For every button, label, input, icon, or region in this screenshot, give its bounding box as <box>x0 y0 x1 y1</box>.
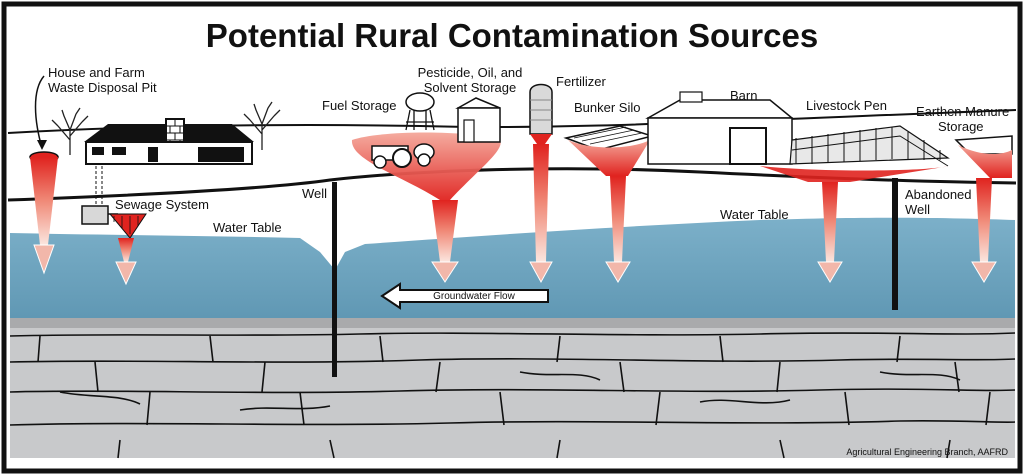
tractor-icon <box>371 143 435 169</box>
water-tower-icon <box>405 92 435 131</box>
abandoned-well-icon <box>892 178 898 310</box>
house-icon <box>84 118 254 165</box>
fertilizer-label: Fertilizer <box>556 74 607 89</box>
livestock-pen-icon <box>760 125 950 283</box>
pesticide-label-1: Pesticide, Oil, and <box>418 65 523 80</box>
bedrock-layer <box>9 318 1016 459</box>
manure-label-2: Storage <box>938 119 984 134</box>
abandoned-label-1: Abandoned <box>905 187 972 202</box>
fuel-label: Fuel Storage <box>322 98 396 113</box>
well-icon <box>332 182 337 377</box>
silo-icon <box>529 83 553 284</box>
house-pit-label-1: House and Farm <box>48 65 145 80</box>
manure-lagoon-icon <box>954 135 1013 283</box>
diagram-title: Potential Rural Contamination Sources <box>206 17 818 54</box>
leader-arrowhead <box>37 140 47 150</box>
septic-tank-icon <box>81 166 147 286</box>
sewage-label: Sewage System <box>115 197 209 212</box>
groundwater-zone <box>10 217 1015 322</box>
shed-icon <box>455 97 501 143</box>
credit-label: Agricultural Engineering Branch, AAFRD <box>846 447 1008 457</box>
livestock-label: Livestock Pen <box>806 98 887 113</box>
bedrock-fractures <box>9 332 1016 459</box>
barn-icon <box>645 91 795 165</box>
waste-pit-plume <box>29 151 59 275</box>
bunker-label: Bunker Silo <box>574 100 640 115</box>
tree-icon <box>243 101 281 150</box>
abandoned-label-2: Well <box>905 202 930 217</box>
bunker-silo-icon <box>563 125 655 283</box>
water-table-label-right: Water Table <box>720 207 789 222</box>
well-label: Well <box>302 186 327 201</box>
barn-label: Barn <box>730 88 757 103</box>
house-pit-label-2: Waste Disposal Pit <box>48 80 157 95</box>
manure-label-1: Earthen Manure <box>916 104 1009 119</box>
pesticide-label-2: Solvent Storage <box>424 80 517 95</box>
tree-icon <box>51 107 89 155</box>
water-table-label-left: Water Table <box>213 220 282 235</box>
groundwater-flow-label: Groundwater Flow <box>433 291 515 302</box>
flow-arrow-icon <box>380 282 549 310</box>
